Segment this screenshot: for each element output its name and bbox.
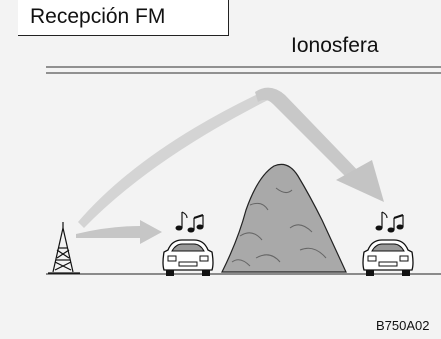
radio-tower-icon [48, 222, 80, 274]
car-icon [162, 239, 214, 276]
mountain-illustration [221, 163, 347, 273]
ionosphere-lines [46, 66, 441, 74]
ionosphere-label: Ionosfera [291, 34, 379, 57]
figure-code: B750A02 [376, 318, 430, 333]
music-notes-icon [175, 211, 204, 233]
car-icon [362, 239, 414, 276]
title-box: Recepción FM [18, 0, 229, 36]
direct-signal-arrow [76, 220, 162, 244]
diagram-title: Recepción FM [30, 5, 166, 28]
reflected-signal-arrow [78, 87, 384, 228]
music-notes-icon [375, 211, 404, 233]
